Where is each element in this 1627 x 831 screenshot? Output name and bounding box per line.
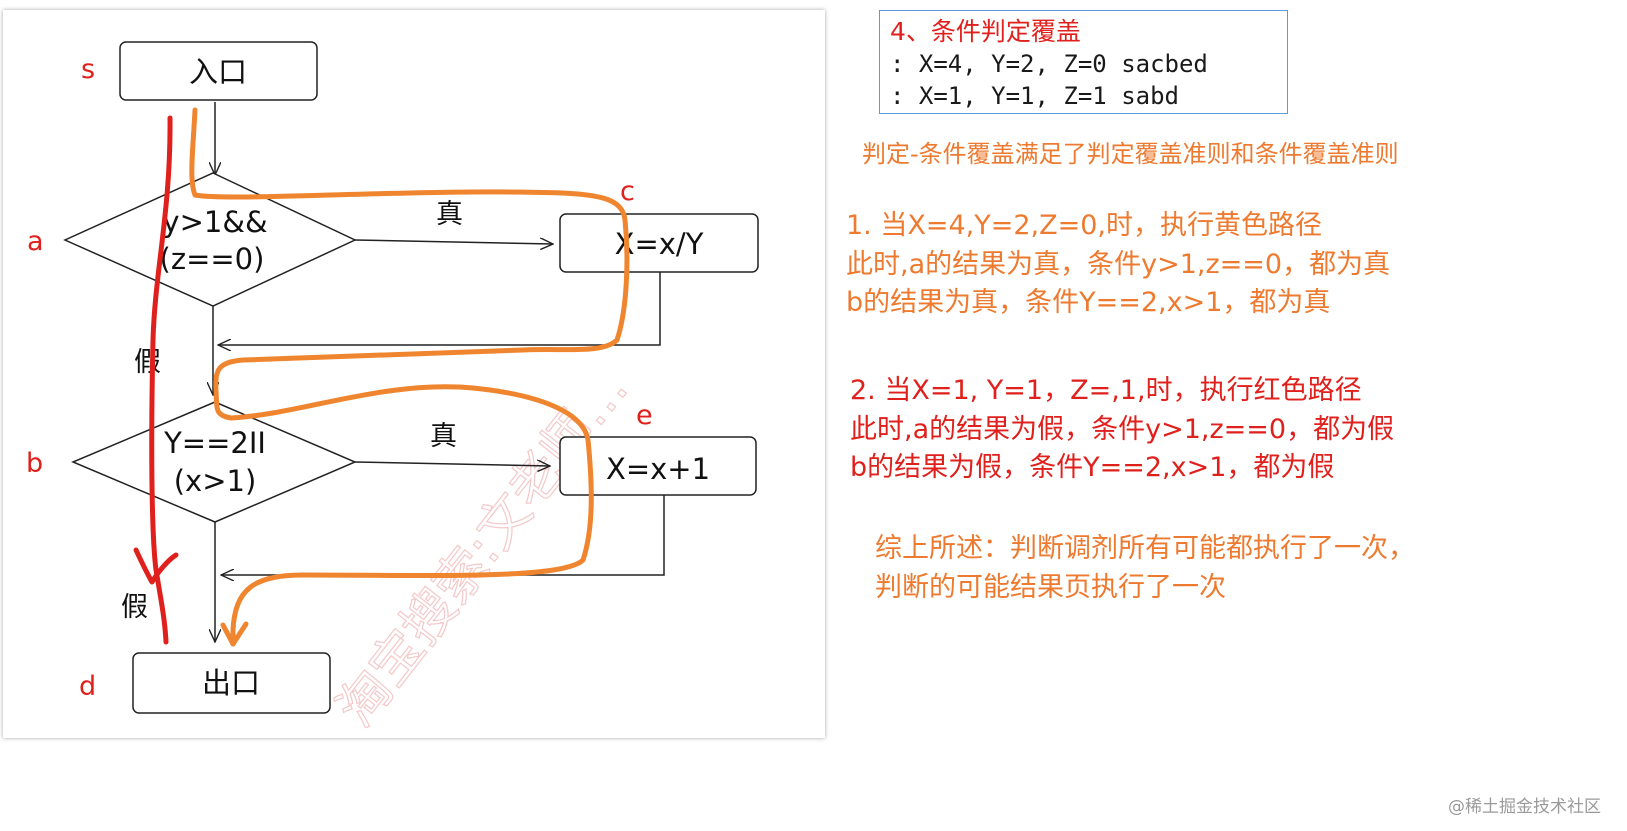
path2-line-1: 2. 当X=1, Y=1，Z=,1,时，执行红色路径 [850, 375, 1362, 406]
coverage-summary-note: 判定-条件覆盖满足了判定覆盖准则和条件覆盖准则 [862, 140, 1399, 168]
path2-explanation: 2. 当X=1, Y=1，Z=,1,时，执行红色路径 此时,a的结果为假，条件y… [850, 372, 1394, 488]
decision-a-line2: (z==0) [160, 242, 265, 276]
orange-path-stroke [189, 107, 630, 647]
decision-node-b [71, 401, 357, 523]
edge-a-true [354, 240, 553, 244]
conclusion-line-2: 判断的可能结果页执行了一次 [875, 571, 1226, 603]
edge-label-b-true: 真 [430, 421, 457, 452]
path2-line-3: b的结果为假，条件Y==2,x>1，都为假 [850, 452, 1335, 483]
point-label-a: a [27, 226, 44, 257]
path1-line-3: b的结果为真，条件Y==2,x>1，都为真 [846, 287, 1331, 318]
edge-label-a-true: 真 [436, 199, 463, 230]
conclusion-line-1: 综上所述：判断调剂所有可能都执行了一次， [875, 533, 1415, 564]
watermark-text: 淘宝搜索:文老师… [326, 359, 640, 738]
edge-label-b-false: 假 [121, 592, 148, 623]
red-arrowhead-stroke [133, 547, 179, 585]
exit-label: 出口 [202, 666, 260, 700]
process-node-c [559, 213, 759, 273]
flowchart: 淘宝搜索:文老师… 入口 y>1&& (z==0) X=x/Y Y==2 [26, 41, 759, 738]
decision-a-line1: y>1&& [162, 205, 267, 239]
test-case-title: 4、条件判定覆盖 [890, 17, 1081, 46]
edge-label-a-false: 假 [134, 347, 161, 378]
point-label-e: e [636, 400, 653, 431]
source-credit: @稀土掘金技术社区 [1448, 797, 1601, 817]
path1-line-1: 1. 当X=4,Y=2,Z=0,时，执行黄色路径 [846, 210, 1322, 241]
test-case-line-2: : X=1, Y=1, Z=1 sabd [890, 82, 1179, 110]
edge-b-true [354, 462, 550, 466]
point-label-c: c [620, 176, 635, 207]
orange-arrowhead-stroke [220, 621, 249, 647]
path2-line-2: 此时,a的结果为假，条件y>1,z==0，都为假 [850, 413, 1395, 445]
box-e-label: X=x+1 [606, 452, 710, 486]
entry-node [119, 41, 318, 101]
exit-node [132, 652, 331, 714]
point-label-s: s [81, 54, 95, 85]
point-label-d: d [79, 671, 96, 702]
decision-node-a [63, 172, 357, 307]
decision-b-line2: (x>1) [174, 464, 257, 498]
path1-explanation: 1. 当X=4,Y=2,Z=0,时，执行黄色路径 此时,a的结果为真，条件y>1… [846, 207, 1390, 323]
red-path-stroke [149, 115, 173, 645]
conclusion-text: 综上所述：判断调剂所有可能都执行了一次， 判断的可能结果页执行了一次 [875, 530, 1415, 607]
decision-b-line1: Y==2II [163, 426, 266, 460]
box-c-label: X=x/Y [615, 227, 704, 261]
point-label-b: b [26, 448, 43, 479]
entry-label: 入口 [189, 55, 247, 89]
path1-line-2: 此时,a的结果为真，条件y>1,z==0，都为真 [846, 248, 1391, 280]
edge-c-return [218, 272, 661, 345]
process-node-e [559, 436, 757, 496]
test-case-line-1: : X=4, Y=2, Z=0 sacbed [890, 50, 1208, 78]
flowchart-panel: 淘宝搜索:文老师… 入口 y>1&& (z==0) X=x/Y Y==2 [3, 10, 825, 738]
test-case-box: 4、条件判定覆盖 : X=4, Y=2, Z=0 sacbed : X=1, Y… [879, 10, 1288, 114]
